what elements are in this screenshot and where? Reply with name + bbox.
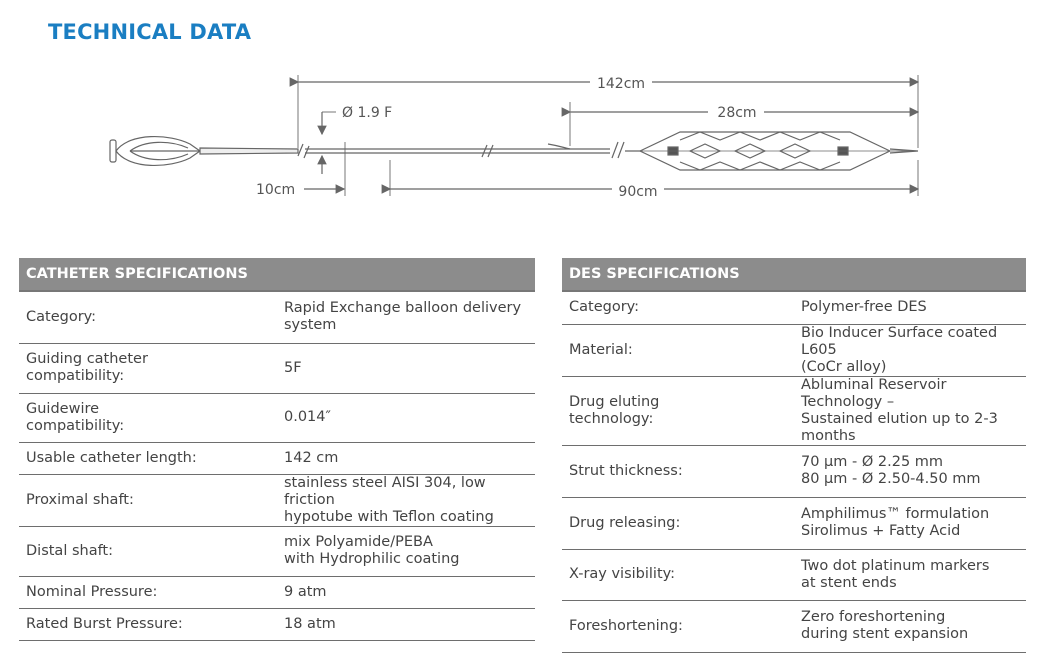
spec-label: Rated Burst Pressure: bbox=[19, 608, 277, 641]
catheter-diagram: 142cm 28cm Ø 1.9 F 10cm 90cm bbox=[109, 73, 920, 200]
spec-value: Abluminal Reservoir Technology – Sustain… bbox=[794, 376, 1026, 446]
spec-value: Two dot platinum markers at stent ends bbox=[794, 549, 1026, 601]
spec-label: Drug eluting technology: bbox=[562, 376, 794, 446]
table-row: Drug eluting technology: Abluminal Reser… bbox=[562, 376, 1026, 446]
spec-label: Foreshortening: bbox=[562, 600, 794, 653]
spec-label: Category: bbox=[562, 291, 794, 325]
spec-value: Polymer-free DES bbox=[794, 291, 1026, 325]
spec-label: Nominal Pressure: bbox=[19, 576, 277, 609]
spec-value: 70 µm - Ø 2.25 mm 80 µm - Ø 2.50-4.50 mm bbox=[794, 445, 1026, 498]
des-specifications-header: DES SPECIFICATIONS bbox=[562, 258, 1026, 292]
spec-value: 0.014″ bbox=[277, 393, 535, 443]
table-row: Rated Burst Pressure: 18 atm bbox=[19, 608, 535, 641]
balloon-stent bbox=[638, 131, 919, 171]
dimension-distal-label: 90cm bbox=[618, 184, 657, 200]
spec-value: mix Polyamide/PEBA with Hydrophilic coat… bbox=[277, 526, 535, 577]
spec-value: 5F bbox=[277, 343, 535, 394]
spec-value: 142 cm bbox=[277, 442, 535, 475]
spec-label: Guidewire compatibility: bbox=[19, 393, 277, 443]
table-row: Distal shaft: mix Polyamide/PEBA with Hy… bbox=[19, 526, 535, 577]
catheter-hub bbox=[109, 136, 299, 166]
table-row: Foreshortening: Zero foreshortening duri… bbox=[562, 600, 1026, 653]
catheter-specifications-header: CATHETER SPECIFICATIONS bbox=[19, 258, 535, 292]
table-row: Nominal Pressure: 9 atm bbox=[19, 576, 535, 609]
table-row: X-ray visibility: Two dot platinum marke… bbox=[562, 549, 1026, 601]
spec-value: stainless steel AISI 304, low friction h… bbox=[277, 474, 535, 527]
spec-label: X-ray visibility: bbox=[562, 549, 794, 601]
spec-value: 18 atm bbox=[277, 608, 535, 641]
spec-label: Usable catheter length: bbox=[19, 442, 277, 475]
dimension-diameter-label: Ø 1.9 F bbox=[342, 105, 392, 121]
spec-value: 9 atm bbox=[277, 576, 535, 609]
spec-label: Proximal shaft: bbox=[19, 474, 277, 527]
catheter-specifications-table: CATHETER SPECIFICATIONS Category: Rapid … bbox=[19, 258, 535, 641]
table-row: Material: Bio Inducer Surface coated L60… bbox=[562, 324, 1026, 377]
spec-value: Amphilimus™ formulation Sirolimus + Fatt… bbox=[794, 497, 1026, 550]
table-row: Drug releasing: Amphilimus™ formulation … bbox=[562, 497, 1026, 550]
spec-label: Category: bbox=[19, 291, 277, 344]
catheter-shaft bbox=[297, 141, 645, 159]
table-row: Guidewire compatibility: 0.014″ bbox=[19, 393, 535, 443]
table-row: Category: Rapid Exchange balloon deliver… bbox=[19, 291, 535, 344]
dimension-total-label: 142cm bbox=[597, 76, 645, 92]
page-title: TECHNICAL DATA bbox=[48, 20, 252, 44]
des-specifications-table: DES SPECIFICATIONS Category: Polymer-fre… bbox=[562, 258, 1026, 653]
spec-value: Zero foreshortening during stent expansi… bbox=[794, 600, 1026, 653]
dimension-stent-label: 28cm bbox=[717, 105, 756, 121]
spec-label: Material: bbox=[562, 324, 794, 377]
spec-label: Distal shaft: bbox=[19, 526, 277, 577]
dimension-proximal-label: 10cm bbox=[256, 182, 295, 198]
spec-label: Strut thickness: bbox=[562, 445, 794, 498]
spec-value: Bio Inducer Surface coated L605 (CoCr al… bbox=[794, 324, 1026, 377]
table-row: Category: Polymer-free DES bbox=[562, 291, 1026, 325]
table-row: Usable catheter length: 142 cm bbox=[19, 442, 535, 475]
table-row: Proximal shaft: stainless steel AISI 304… bbox=[19, 474, 535, 527]
spec-value: Rapid Exchange balloon delivery system bbox=[277, 291, 535, 344]
table-row: Guiding catheter compatibility: 5F bbox=[19, 343, 535, 394]
table-row: Strut thickness: 70 µm - Ø 2.25 mm 80 µm… bbox=[562, 445, 1026, 498]
spec-label: Drug releasing: bbox=[562, 497, 794, 550]
spec-label: Guiding catheter compatibility: bbox=[19, 343, 277, 394]
